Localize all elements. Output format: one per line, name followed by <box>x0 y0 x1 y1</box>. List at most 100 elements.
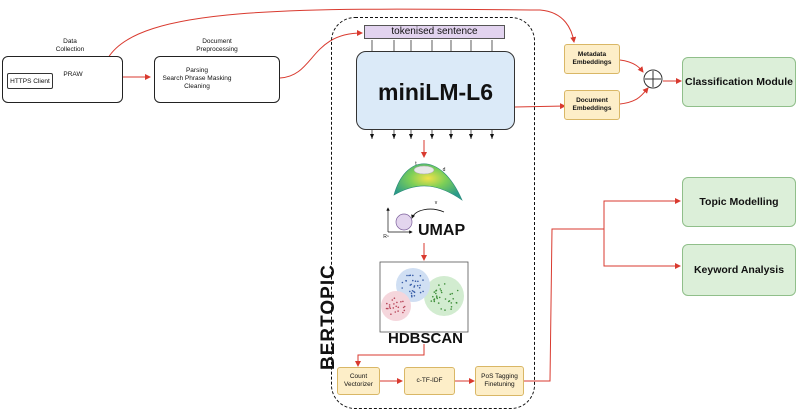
collection-caption-line1: Data <box>63 38 77 45</box>
cluster-point <box>397 306 400 309</box>
cluster-point <box>409 274 412 277</box>
step-parsing: Parsing <box>185 67 209 74</box>
arrow-hdbscan-to-count <box>355 344 425 367</box>
cluster-point <box>435 289 438 292</box>
cluster-point <box>443 283 446 285</box>
step-search-phrase-masking: Search Phrase Masking <box>162 75 232 82</box>
cluster-point <box>449 293 452 296</box>
cluster-point <box>387 307 389 310</box>
arrow-pos-to-outputs <box>524 198 681 382</box>
arrow-branch-to-keyword <box>603 229 681 269</box>
cluster-point <box>405 279 407 282</box>
cluster-point <box>435 292 437 295</box>
ctfidf-label: c-TF-IDF <box>416 377 443 384</box>
metadata-line1: Metadata <box>577 51 607 58</box>
https-client-label: HTTPS Client <box>10 77 50 85</box>
classification-label: Classification Module <box>685 76 793 88</box>
cluster-point <box>396 301 398 304</box>
cluster-point <box>444 298 447 300</box>
cluster-point <box>417 280 419 283</box>
pos-tagging-box: PoS Tagging Finetuning <box>475 366 524 396</box>
umap-mark-d: d <box>442 167 446 173</box>
cluster-point <box>433 291 436 293</box>
hdbscan-label: HDBSCAN <box>388 330 463 347</box>
cluster-point <box>391 299 394 301</box>
cluster-point <box>413 285 416 287</box>
preprocessing-steps: Parsing Search Phrase Masking Cleaning <box>157 67 237 91</box>
cluster-point <box>389 307 392 310</box>
count-line2: Vectorizer <box>344 381 373 388</box>
cluster-point <box>401 281 404 284</box>
cluster-point <box>422 279 424 281</box>
https-client-box: HTTPS Client <box>7 73 53 89</box>
document-line2: Embeddings <box>572 105 612 112</box>
cluster-point <box>440 289 443 292</box>
pos-line2: Finetuning <box>484 381 515 388</box>
cluster-point <box>413 295 416 297</box>
cluster-point <box>414 280 417 283</box>
cluster-point <box>393 303 395 305</box>
metadata-line2: Embeddings <box>572 59 612 66</box>
hdbscan-cluster-plot <box>379 261 469 333</box>
document-line1: Document <box>576 97 608 104</box>
cluster-point <box>440 308 443 310</box>
arrow-document-to-combiner <box>619 87 649 105</box>
cluster-point <box>450 308 452 310</box>
cluster-point <box>450 306 453 308</box>
cluster-point <box>388 304 391 306</box>
cluster-point <box>418 287 421 289</box>
cluster-point <box>412 274 414 277</box>
count-line1: Count <box>349 373 368 380</box>
cluster-point <box>422 290 424 293</box>
cluster-points <box>385 274 459 316</box>
count-vectorizer-box: Count Vectorizer <box>337 367 380 395</box>
combine-plus-icon <box>643 69 663 89</box>
preprocessing-caption-line2: Preprocessing <box>196 46 238 53</box>
topic-modelling-box: Topic Modelling <box>682 177 796 227</box>
arrow-model-to-document <box>514 103 566 110</box>
cluster-point <box>438 284 440 286</box>
umap-manifold-graphic <box>386 163 463 234</box>
cluster-point <box>456 289 459 292</box>
cluster-point <box>406 274 408 277</box>
cluster-point <box>419 284 422 287</box>
tokenised-sentence: tokenised sentence <box>364 25 505 39</box>
collection-caption-line2: Collection <box>55 46 85 53</box>
cluster-point <box>432 295 434 298</box>
cluster-point <box>388 306 391 308</box>
cluster-point <box>439 288 442 290</box>
cluster-point <box>411 295 413 298</box>
cluster-point <box>430 300 433 302</box>
cluster-point <box>395 305 398 308</box>
metadata-embeddings-box: Metadata Embeddings <box>564 44 620 74</box>
cluster-point <box>409 290 411 293</box>
umap-mark-vl: v <box>434 200 438 206</box>
keyword-analysis-box: Keyword Analysis <box>682 244 796 296</box>
cluster-point <box>419 275 422 277</box>
arrow-metadata-to-combiner <box>619 59 644 73</box>
cluster-point <box>392 307 395 309</box>
ctfidf-box: c-TF-IDF <box>404 367 455 395</box>
praw-label: PRAW <box>63 71 83 78</box>
minilm-label: miniLM-L6 <box>378 79 493 105</box>
cluster-point <box>403 305 406 308</box>
cluster-point <box>400 301 402 303</box>
cluster-point <box>408 274 410 277</box>
cluster-point <box>444 309 446 311</box>
cluster-point <box>433 300 436 303</box>
umap-mark-rn: Rⁿ <box>383 234 389 240</box>
cluster-point <box>440 291 443 294</box>
bertopic-label: BERTOPIC <box>318 264 339 370</box>
keyword-label: Keyword Analysis <box>693 264 785 276</box>
cluster-point <box>410 294 413 297</box>
cluster-point <box>437 302 440 304</box>
cluster-point <box>413 290 415 293</box>
cluster-point <box>390 313 392 316</box>
cluster-point <box>385 307 388 310</box>
step-cleaning: Cleaning <box>184 83 210 90</box>
preprocessing-caption: Document Preprocessing <box>182 38 252 54</box>
cluster-point <box>402 306 405 309</box>
cluster-point <box>393 297 396 300</box>
topic-label: Topic Modelling <box>699 196 779 208</box>
umap-mark-t: t <box>415 161 417 167</box>
